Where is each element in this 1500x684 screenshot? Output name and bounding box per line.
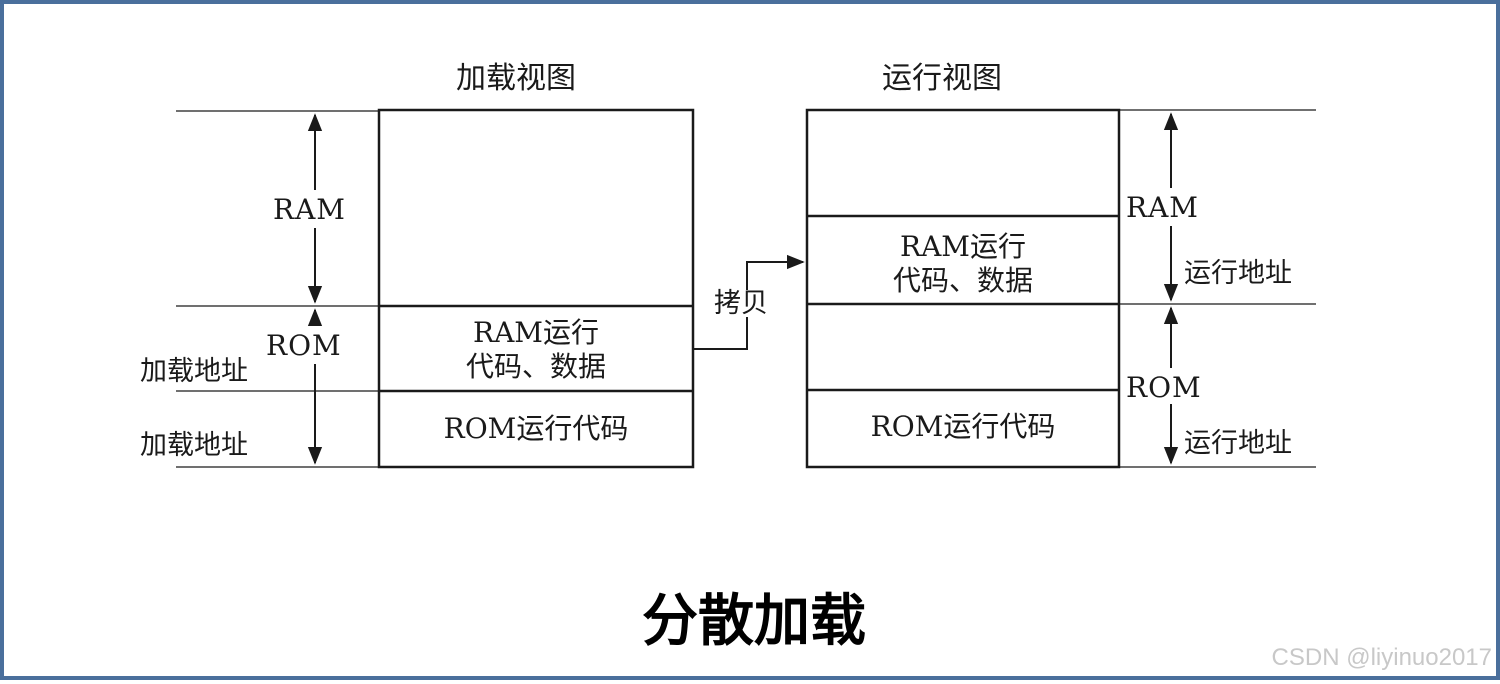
run-addr-upper: 运行地址 bbox=[1184, 258, 1292, 289]
run-ram-code-line2: 代码、数据 bbox=[892, 263, 1033, 297]
load-view-box bbox=[377, 108, 695, 469]
run-view-box bbox=[805, 108, 1121, 469]
run-ram-code-line1: RAM运行 bbox=[900, 230, 1026, 263]
run-view-title: 运行视图 bbox=[882, 61, 1002, 96]
load-rom-code: ROM运行代码 bbox=[443, 412, 629, 445]
load-rom-label: ROM bbox=[266, 329, 342, 362]
load-addr-lower: 加载地址 bbox=[140, 430, 248, 461]
load-ram-label: RAM bbox=[273, 193, 346, 226]
scatter-loading-diagram bbox=[176, 108, 1316, 469]
watermark: CSDN @liyinuo2017 bbox=[1271, 644, 1492, 671]
run-rom-code: ROM运行代码 bbox=[870, 410, 1056, 443]
load-view-title: 加载视图 bbox=[456, 61, 576, 96]
run-ram-code-block: RAM运行 代码、数据 bbox=[807, 230, 1119, 297]
load-ram-code-line2: 代码、数据 bbox=[465, 349, 606, 383]
load-addr-upper: 加载地址 bbox=[140, 356, 248, 387]
copy-label: 拷贝 bbox=[712, 288, 770, 319]
run-addr-lower: 运行地址 bbox=[1184, 428, 1292, 459]
load-ram-code-line1: RAM运行 bbox=[473, 316, 599, 349]
caption: 分散加载 bbox=[642, 589, 866, 654]
load-ram-code-block: RAM运行 代码、数据 bbox=[379, 316, 693, 383]
run-ram-label: RAM bbox=[1126, 191, 1199, 224]
load-view bbox=[176, 108, 695, 469]
run-view bbox=[805, 108, 1316, 469]
run-rom-label: ROM bbox=[1126, 371, 1202, 404]
